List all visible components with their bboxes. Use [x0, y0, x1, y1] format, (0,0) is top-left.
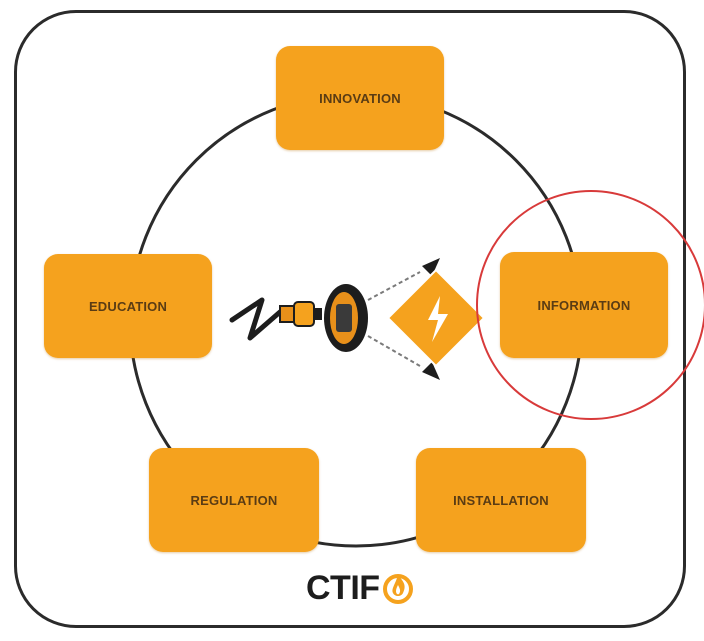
highlight-circle: [476, 190, 704, 420]
pillar-installation: INSTALLATION: [416, 448, 586, 552]
pillar-label: EDUCATION: [88, 298, 168, 314]
cable-plug-icon: [229, 258, 440, 380]
pillar-label: INSTALLATION: [453, 492, 549, 508]
pillar-innovation: INNOVATION: [276, 46, 444, 150]
logo-text: CTIF: [306, 568, 380, 607]
flame-icon: [382, 574, 413, 604]
pillar-information: INFORMATION: [500, 252, 668, 358]
pillar-regulation: REGULATION: [149, 448, 319, 552]
pillar-label: INFORMATION: [537, 297, 631, 313]
pillar-label: INNOVATION: [319, 90, 401, 106]
ctif-logo: CTIF: [306, 566, 415, 610]
pillar-label: REGULATION: [190, 492, 278, 508]
lightning-warning-icon: [386, 268, 486, 368]
pillar-education: EDUCATION: [44, 254, 212, 358]
